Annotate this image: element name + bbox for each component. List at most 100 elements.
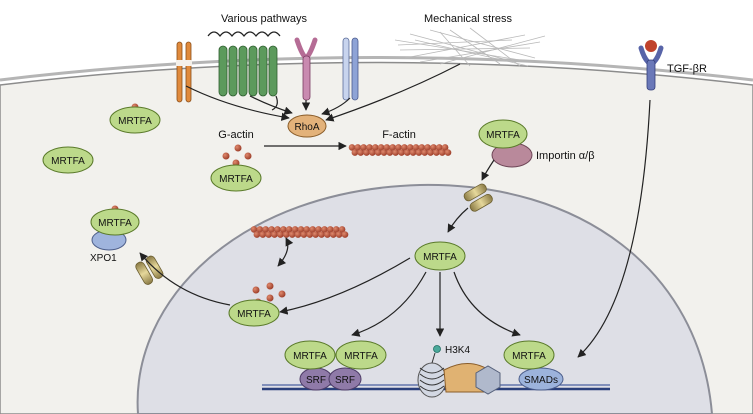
- actin-bead: [424, 144, 431, 151]
- receptor-blue-icon: [342, 37, 359, 101]
- actin-bead: [332, 226, 340, 233]
- label-mrtfa-cyto-left: MRTFA: [51, 156, 85, 167]
- f-actin-filament-icon: [348, 144, 452, 156]
- actin-bead: [330, 231, 337, 238]
- actin-bead: [338, 226, 346, 233]
- actin-bead: [369, 149, 376, 156]
- actin-bead: [374, 149, 382, 156]
- label-mrtfa-nuclear: MRTFA: [423, 252, 457, 263]
- actin-bead: [306, 231, 314, 238]
- arrow-nuclear-mrtfa-to-lower-mrtfa: [279, 257, 411, 315]
- nuclear-f-actin-filament-icon: [250, 226, 349, 238]
- actin-bead: [372, 144, 379, 151]
- actin-bead: [303, 226, 311, 233]
- actin-bead: [321, 226, 328, 233]
- actin-bead: [348, 144, 356, 151]
- actin-bead: [265, 231, 273, 238]
- actin-bead: [351, 149, 359, 156]
- arrow-tgfbr-to-smads: [577, 99, 651, 358]
- arrow-receptor-orange-to-rhoa: [185, 85, 290, 121]
- actin-bead: [386, 149, 394, 156]
- actin-bead: [253, 231, 261, 238]
- plasma-membrane: [0, 56, 753, 82]
- label-mrtfa-smads: MRTFA: [512, 351, 546, 362]
- actin-bead: [366, 144, 373, 151]
- actin-bead: [327, 226, 334, 233]
- gpcr-receptor-icon: [207, 31, 281, 111]
- label-importin: Importin α/β: [536, 150, 595, 162]
- actin-bead: [259, 231, 267, 238]
- label-mrtfa-srf-left: MRTFA: [293, 351, 327, 362]
- nuclear-pore-left-icon: [135, 255, 164, 285]
- label-tgf-beta-r: TGF-βR: [667, 63, 707, 75]
- actin-bead: [262, 226, 270, 233]
- actin-bead: [418, 144, 426, 151]
- label-h3k4: H3K4: [445, 345, 470, 356]
- label-f-actin: F-actin: [382, 129, 416, 141]
- mrtfa-node-gactin: [210, 164, 262, 192]
- mechanical-stress-mesh-icon: [394, 27, 546, 67]
- actin-bead: [430, 144, 437, 151]
- label-srf-right: SRF: [335, 375, 355, 386]
- actin-bead: [412, 144, 420, 151]
- arrow-gpcr-to-rhoa: [249, 95, 293, 115]
- actin-bead: [401, 144, 408, 151]
- actin-bead: [341, 231, 349, 238]
- mrtfa-node-importin: [478, 119, 528, 149]
- mrtfa-node-srf-left: [284, 340, 336, 370]
- chromatin-remodeler-icon: [443, 363, 501, 395]
- actin-bead: [395, 144, 402, 151]
- mrtfa-node-cyto-top: [109, 106, 161, 134]
- actin-bead: [404, 149, 411, 156]
- actin-bead: [409, 149, 417, 156]
- actin-bead: [309, 226, 317, 233]
- actin-bead: [377, 144, 385, 151]
- actin-bead: [427, 149, 434, 156]
- actin-bead: [389, 144, 397, 151]
- label-smads: SMADs: [524, 375, 558, 386]
- label-rhoa: RhoA: [294, 122, 319, 133]
- arrow-lower-mrtfa-to-xpo1: [139, 252, 231, 306]
- rhoa-node: [287, 114, 327, 138]
- mrtfa-node-nuclear: [414, 241, 466, 271]
- actin-bead: [421, 149, 429, 156]
- label-mrtfa-xpo1: MRTFA: [98, 218, 132, 229]
- actin-bead: [324, 231, 331, 238]
- actin-bead: [256, 226, 264, 233]
- arrow-pore-to-nuclear-mrtfa: [447, 207, 469, 233]
- label-mechanical-stress: Mechanical stress: [424, 13, 513, 25]
- arrow-stress-to-rhoa: [325, 63, 461, 122]
- actin-bead: [274, 226, 281, 233]
- actin-bead: [288, 231, 296, 238]
- label-mrtfa-srf-right: MRTFA: [344, 351, 378, 362]
- actin-bead: [297, 226, 305, 233]
- actin-bead: [383, 144, 391, 151]
- actin-bead: [436, 144, 443, 151]
- actin-bead: [312, 231, 319, 238]
- actin-bead: [285, 226, 293, 233]
- actin-bead: [357, 149, 365, 156]
- actin-bead: [406, 144, 414, 151]
- actin-bead: [444, 149, 452, 156]
- actin-bead: [315, 226, 322, 233]
- actin-bead: [360, 144, 367, 151]
- mrtfa-node-smads: [503, 340, 555, 370]
- actin-bead: [380, 149, 388, 156]
- actin-bead: [283, 231, 290, 238]
- actin-bead: [335, 231, 343, 238]
- actin-bead: [398, 149, 405, 156]
- nucleosome-icon: [417, 345, 447, 398]
- mrtfa-node-xpo1: [90, 208, 140, 236]
- actin-bead: [271, 231, 278, 238]
- label-mrtfa-importin: MRTFA: [486, 130, 520, 141]
- actin-bead: [354, 144, 362, 151]
- actin-bead: [392, 149, 399, 156]
- arrow-importin-to-pore: [481, 159, 495, 181]
- arrow-mrtfa-to-srf: [351, 271, 427, 337]
- actin-bead: [433, 149, 440, 156]
- label-xpo1: XPO1: [90, 253, 117, 264]
- actin-bead: [277, 231, 284, 238]
- receptor-orange-icon: [176, 41, 192, 103]
